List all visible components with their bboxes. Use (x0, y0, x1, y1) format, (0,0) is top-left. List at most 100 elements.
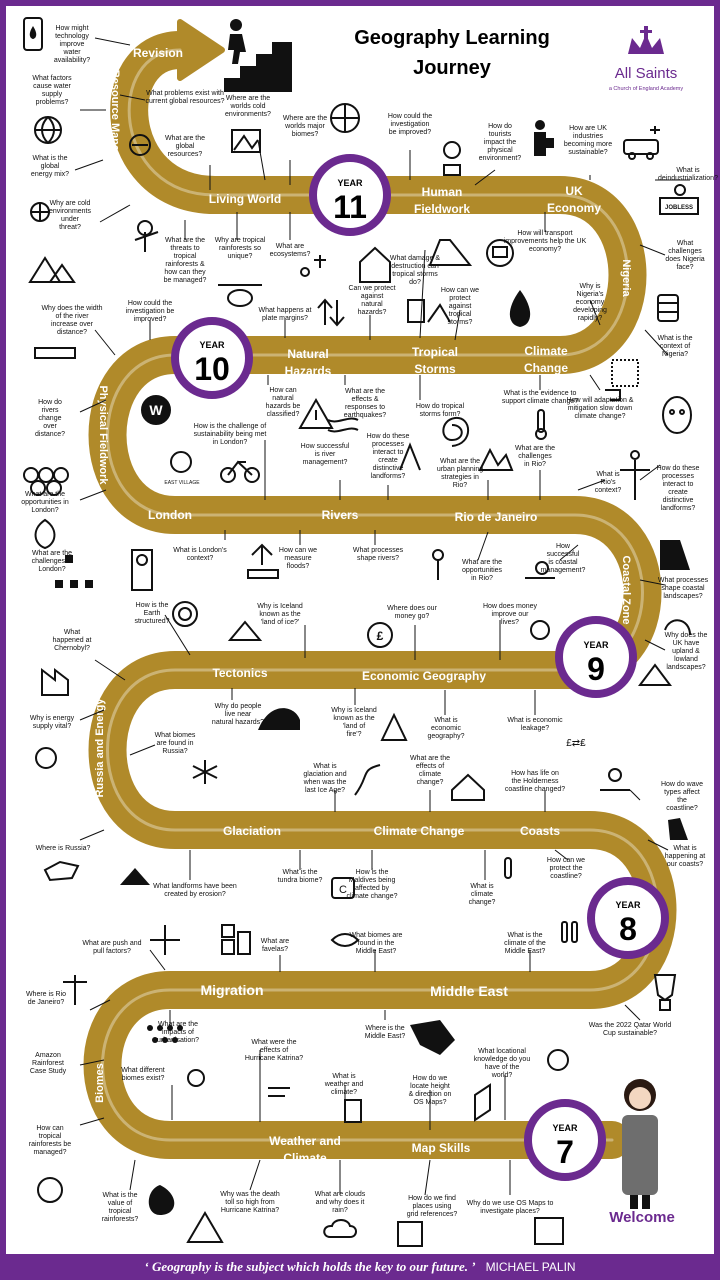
school-logo: All Saints a Church of England Academy (609, 26, 683, 92)
sloth-icon (218, 284, 262, 307)
w-circle-icon (141, 395, 171, 425)
arctic-icon (231, 129, 261, 153)
flood-icon (247, 543, 279, 579)
topic-tropical-storms: Tropical (412, 345, 458, 359)
wind-icon (268, 1087, 290, 1097)
topic-human-fieldwork: Human (422, 185, 463, 199)
topic-coasts: Coasts (520, 824, 560, 838)
weather-icon (187, 1069, 205, 1087)
topic-rio-de-janeiro: Rio de Janeiro (455, 510, 538, 524)
topic-middle-east: Middle East (430, 983, 508, 999)
svg-text:8: 8 (619, 911, 637, 947)
hand-people-icon (600, 768, 630, 791)
topic-uk-economy: UK (565, 184, 583, 198)
east-village-text: EAST VILLAGE (164, 480, 200, 486)
rain-gauge-icon (344, 1099, 362, 1123)
big-ben-icon (131, 549, 153, 591)
transport-icon (486, 239, 514, 267)
arch-icon (120, 868, 150, 885)
ecosystem-icon (300, 255, 326, 277)
globe-icon (34, 116, 62, 144)
year-badges: YEAR 11 YEAR 10 YEAR 9 YEAR 8 YEAR 7 (171, 154, 669, 1181)
plate-arrows-icon (317, 298, 345, 327)
topic-russia-and-energy: Russia and Energy (94, 698, 106, 798)
oil-drum-icon (657, 294, 679, 322)
grid-icon (397, 1221, 423, 1247)
favela-person-icon (432, 549, 444, 580)
glacier-river-icon (354, 764, 381, 796)
topic-rivers: Rivers (322, 508, 359, 522)
year-7-badge: YEAR 7 (524, 1099, 606, 1181)
topic-physical-fieldwork: Physical Fieldwork (97, 385, 109, 485)
hands-heart-icon (37, 1177, 63, 1203)
topic-glaciation: Glaciation (223, 824, 281, 838)
icons: JOBLESS W EAST VILLAGE (23, 17, 699, 1247)
plug-car-icon (623, 126, 660, 160)
map-dots-icon (611, 359, 639, 387)
cyclist-icon (220, 460, 260, 483)
climber-stairs-icon (224, 19, 292, 92)
student-avatar-icon (622, 1079, 658, 1209)
east-village-icon (170, 451, 192, 473)
year-8-badge: YEAR 8 (587, 877, 669, 959)
warning-large-icon (186, 1211, 224, 1243)
investigation-icon (443, 141, 461, 176)
cloud-icon (323, 1219, 357, 1238)
crown-cross-icon (628, 26, 664, 54)
topic-human-fieldwork-line2: Fieldwork (414, 202, 470, 216)
question-label: How will adaptation &mitigation slow dow… (567, 397, 634, 420)
topic-labels: Revision Resource Management Living Worl… (94, 46, 632, 1165)
svg-text:10: 10 (194, 351, 230, 387)
exchange-icon: £⇄₤ (566, 738, 586, 749)
svg-text:£: £ (377, 629, 384, 643)
rio-icon (478, 447, 514, 471)
coin-hand-icon (525, 561, 555, 579)
money-gear-icon (530, 620, 550, 640)
topic-london: London (148, 508, 192, 522)
earth-layers-icon (172, 601, 198, 627)
tree-axe-icon (134, 220, 159, 252)
topic-biomes: Biomes (94, 1063, 106, 1103)
wave-icon (664, 619, 691, 636)
road-arrow-head (177, 19, 225, 81)
topic-map-skills: Map Skills (412, 1141, 471, 1155)
iceland-icon (227, 620, 263, 641)
